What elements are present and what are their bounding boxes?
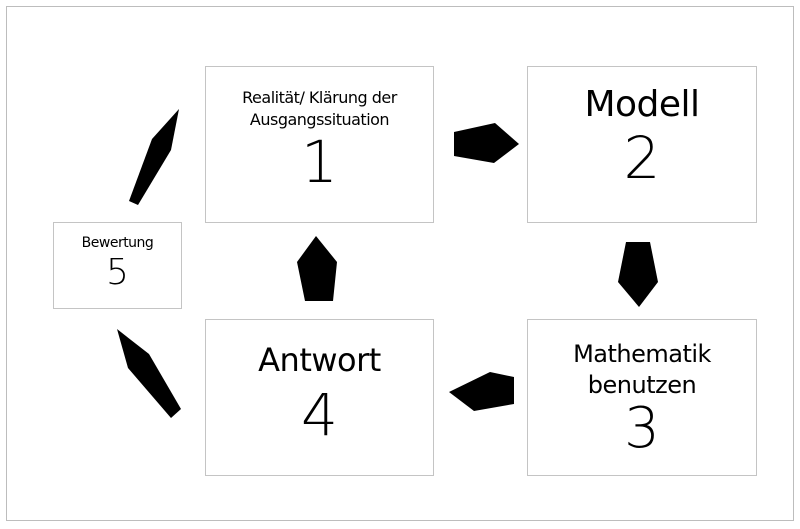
node-label-line2: benutzen: [587, 371, 697, 399]
arrow-3-to-4: [449, 372, 514, 411]
node-label: Antwort: [258, 341, 381, 379]
node-label-line1: Mathematik: [573, 340, 711, 368]
node-number: 2: [623, 124, 661, 192]
diagram-frame: [6, 6, 794, 521]
arrow-1-to-2: [454, 123, 519, 163]
arrow-5-to-1: [129, 109, 179, 205]
node-bewertung: Bewertung 5: [53, 222, 182, 309]
node-number: 5: [106, 252, 129, 293]
arrow-4-to-1: [297, 236, 337, 301]
node-label-line2: Ausgangssituation: [249, 110, 390, 129]
node-label-line1: Realität/ Klärung der: [242, 88, 397, 107]
node-number: 1: [301, 128, 338, 196]
arrow-4-to-5: [117, 329, 181, 418]
arrow-2-to-3: [618, 242, 658, 307]
node-realitaet: Realität/ Klärung der Ausgangssituation …: [205, 66, 434, 223]
node-modell: Modell 2: [527, 66, 757, 223]
node-number: 4: [301, 381, 338, 449]
node-number: 3: [624, 396, 660, 461]
node-antwort: Antwort 4: [205, 319, 434, 476]
node-label: Bewertung: [81, 235, 154, 251]
node-label: Modell: [584, 84, 700, 125]
node-mathematik: Mathematik benutzen 3: [527, 319, 757, 476]
